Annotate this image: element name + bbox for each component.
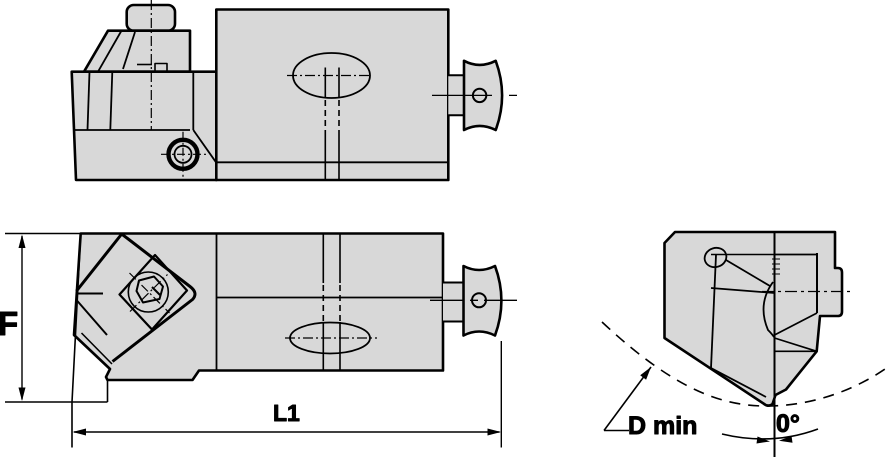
clamp-block: [82, 29, 192, 73]
lead-angle-label: 0°: [776, 410, 800, 438]
front-silhouette: [72, 232, 445, 382]
end-silhouette: [663, 230, 844, 407]
front-view: [71, 232, 517, 448]
dimension-l1: L1: [72, 341, 502, 448]
top-view: [70, 0, 517, 182]
f-label: F: [0, 305, 18, 342]
dmin-label: D min: [628, 412, 697, 440]
dmin-arc: [601, 321, 889, 407]
dimension-f: F: [0, 232, 108, 403]
annotation-dmin: D min: [601, 321, 889, 441]
l1-label: L1: [273, 400, 300, 426]
pin-hole: [703, 246, 728, 269]
annotation-lead-angle: 0°: [721, 410, 819, 444]
end-view: [663, 230, 853, 457]
angle-arc: [721, 428, 819, 440]
insert-screw-icon: [127, 271, 170, 313]
cartridge-outline: [111, 232, 197, 363]
